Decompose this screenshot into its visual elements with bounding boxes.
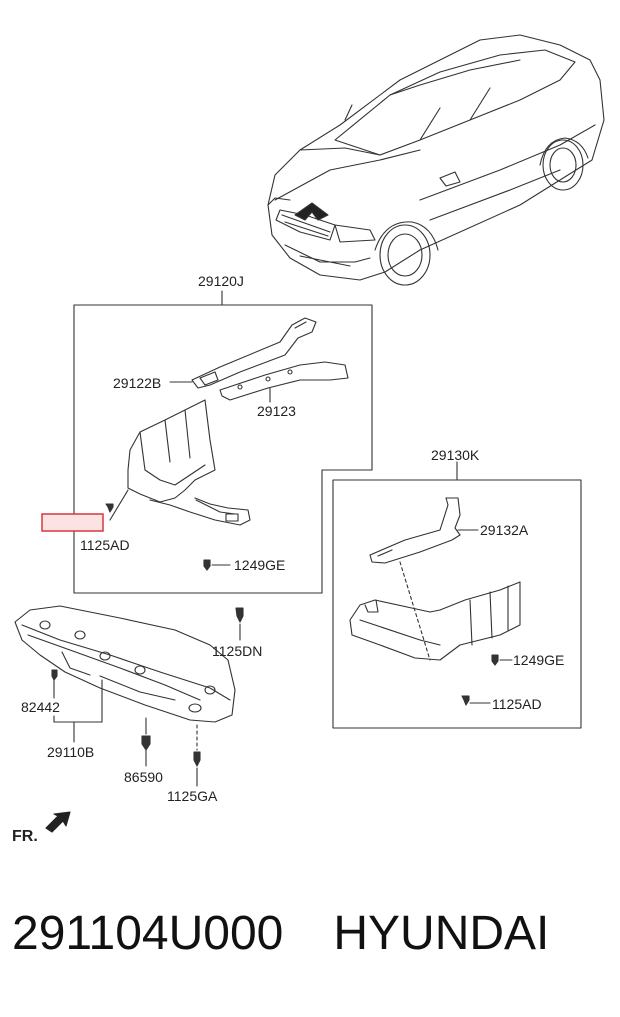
label-29123: 29123 xyxy=(257,403,296,419)
parts-diagram: 29120J 29122B 29123 1125AD 1249GE 1125DN… xyxy=(14,34,605,833)
group-border-top xyxy=(73,304,373,594)
brand-name: HYUNDAI xyxy=(333,907,550,960)
splash-shield-right xyxy=(349,581,521,661)
group-border-right xyxy=(332,479,582,729)
label-1125ad-top: 1125AD xyxy=(80,537,130,553)
highlight-box xyxy=(41,513,104,532)
bracket-29123 xyxy=(219,361,349,401)
car-illustration xyxy=(267,34,605,286)
label-29120j: 29120J xyxy=(198,273,244,289)
footer: 291104U000 HYUNDAI xyxy=(12,904,612,964)
label-29110b: 29110B xyxy=(47,744,95,760)
label-82442: 82442 xyxy=(21,699,60,715)
label-86590: 86590 xyxy=(124,769,163,785)
label-29130k: 29130K xyxy=(431,447,480,463)
bracket-29122b xyxy=(191,317,317,389)
label-1125dn: 1125DN xyxy=(212,643,263,659)
label-1125ga: 1125GA xyxy=(167,788,218,804)
label-1249ge-top: 1249GE xyxy=(234,557,286,573)
label-1125ad-right: 1125AD xyxy=(492,696,542,712)
label-29132a: 29132A xyxy=(480,522,529,538)
under-panel-29110b xyxy=(14,605,236,723)
front-arrow-icon xyxy=(45,811,71,833)
label-29122b: 29122B xyxy=(113,375,162,391)
front-indicator-label: FR. xyxy=(12,828,38,845)
splash-shield-left xyxy=(127,399,251,526)
part-number: 291104U000 xyxy=(12,907,284,960)
label-1249ge-right: 1249GE xyxy=(513,652,565,668)
bracket-29132a xyxy=(369,497,461,564)
diagram-drawing xyxy=(14,34,605,833)
